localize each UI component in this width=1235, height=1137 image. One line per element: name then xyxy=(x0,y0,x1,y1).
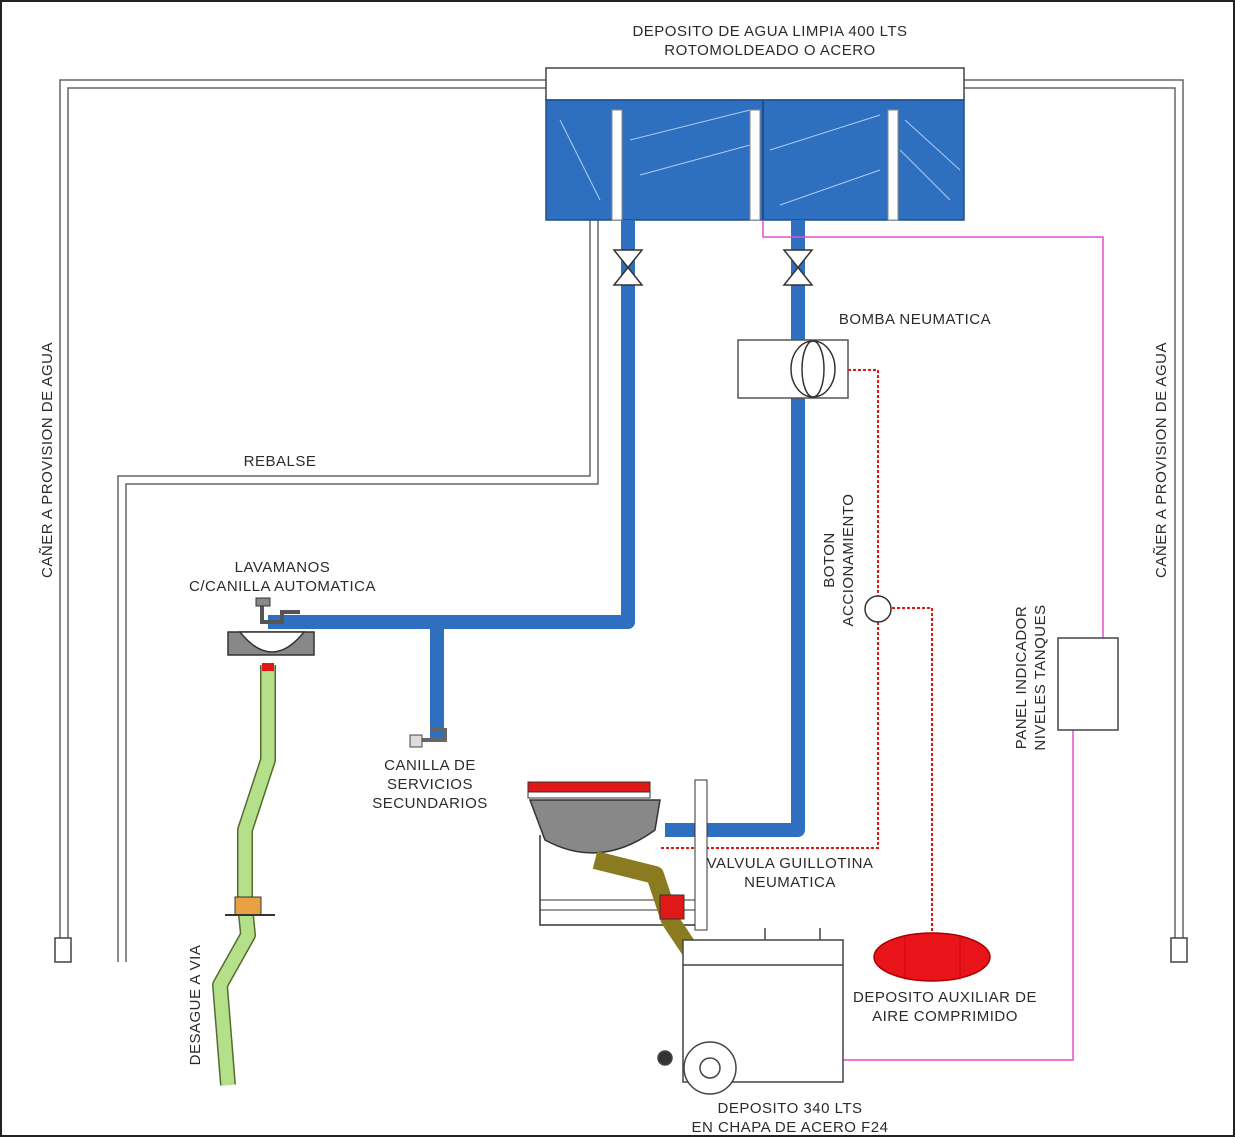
air-tank-line2: AIRE COMPRIMIDO xyxy=(872,1008,1018,1025)
valve-label-line1: VALVULA GUILLOTINA xyxy=(706,855,874,872)
sink-label-line2: C/CANILLA AUTOMATICA xyxy=(189,578,376,595)
pump-label: BOMBA NEUMATICA xyxy=(838,311,992,328)
waste-tank-line1: DEPOSITO 340 LTS xyxy=(717,1100,863,1117)
service-tap-label: CANILLA DE SERVICIOS SECUNDARIOS xyxy=(350,756,510,813)
service-tap-line1: CANILLA DE xyxy=(384,757,476,774)
level-panel xyxy=(1057,637,1119,731)
air-tank-line1: DEPOSITO AUXILIAR DE xyxy=(853,989,1037,1006)
valve-label: VALVULA GUILLOTINA NEUMATICA xyxy=(680,854,900,892)
service-tap xyxy=(409,728,447,748)
overflow-label: REBALSE xyxy=(243,453,317,470)
button-label: BOTON ACCIONAMIENTO xyxy=(820,485,858,635)
tank-title-line2: ROTOMOLDEADO O ACERO xyxy=(664,42,876,59)
sink-label: LAVAMANOS C/CANILLA AUTOMATICA xyxy=(170,558,395,596)
button-label-line1: BOTON xyxy=(821,532,838,588)
signal-line-tank xyxy=(762,220,1104,640)
button-label-line2: ACCIONAMIENTO xyxy=(840,493,857,627)
supply-label-right: CAÑER A PROVISION DE AGUA xyxy=(1153,342,1170,578)
panel-label: PANEL INDICADOR NIVELES TANQUES xyxy=(1012,595,1050,760)
sink-label-line1: LAVAMANOS xyxy=(234,559,331,576)
panel-label-line1: PANEL INDICADOR xyxy=(1013,605,1030,750)
tank-title: DEPOSITO DE AGUA LIMPIA 400 LTS ROTOMOLD… xyxy=(560,22,980,60)
waste-tank xyxy=(657,928,844,1095)
supply-fitting-left xyxy=(54,937,72,963)
action-button xyxy=(864,595,892,623)
supply-pipe-right xyxy=(964,79,1184,940)
service-tap-line2: SERVICIOS xyxy=(387,776,473,793)
air-tank xyxy=(873,932,991,982)
air-tank-label: DEPOSITO AUXILIAR DE AIRE COMPRIMIDO xyxy=(840,988,1050,1026)
supply-label-left: CAÑER A PROVISION DE AGUA xyxy=(39,342,56,578)
supply-fitting-right xyxy=(1170,937,1188,963)
drain-fitting xyxy=(262,663,274,671)
panel-label-line2: NIVELES TANQUES xyxy=(1032,604,1049,751)
water-pipe-main xyxy=(268,220,635,740)
service-tap-line3: SECUNDARIOS xyxy=(372,795,488,812)
valve-right xyxy=(782,249,814,286)
drain-trap xyxy=(234,896,262,916)
sink xyxy=(227,597,315,656)
drain-label: DESAGUE A VIA xyxy=(187,944,204,1066)
valve-label-line2: NEUMATICA xyxy=(744,874,836,891)
toilet xyxy=(527,779,708,955)
waste-tank-line2: EN CHAPA DE ACERO F24 xyxy=(691,1119,889,1136)
tank-baffles xyxy=(611,109,899,221)
tank-lid xyxy=(545,67,965,101)
waste-tank-label: DEPOSITO 340 LTS EN CHAPA DE ACERO F24 xyxy=(660,1099,920,1137)
pump-rotor xyxy=(790,340,836,398)
valve-left xyxy=(612,249,644,286)
supply-pipe-left xyxy=(59,79,546,940)
water-pipe-toilet xyxy=(665,220,805,837)
tank-title-line1: DEPOSITO DE AGUA LIMPIA 400 LTS xyxy=(632,23,908,40)
tank-reflections xyxy=(559,109,961,206)
air-line xyxy=(660,369,933,935)
overflow-pipe xyxy=(117,90,599,962)
